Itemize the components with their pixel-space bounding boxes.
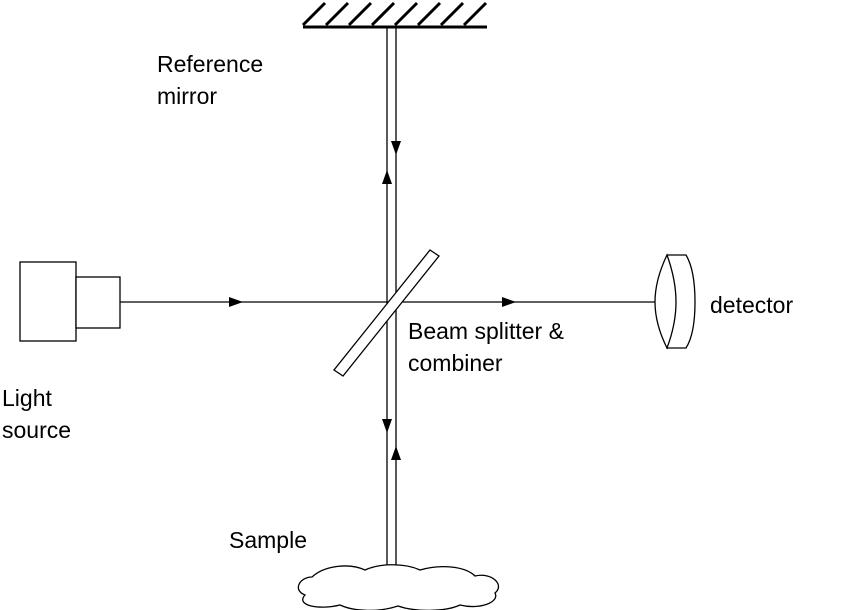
sample-label: Sample: [229, 524, 307, 556]
beam-splitter-label: Beam splitter & combiner: [408, 315, 564, 379]
reference-mirror-label-line-2: mirror: [157, 83, 218, 109]
light-source-label: Light source: [2, 382, 71, 446]
mirror-hatch-icon: [301, 1, 488, 29]
light-source-label-line-1: Light: [2, 385, 52, 411]
sample-label-line-1: Sample: [229, 527, 307, 553]
beam-arrows-vertical: [382, 141, 401, 460]
reference-mirror-label: Reference mirror: [157, 48, 263, 112]
light-source-icon: [19, 261, 121, 342]
detector-label: detector: [710, 289, 793, 321]
reference-mirror-label-line-1: Reference: [157, 51, 264, 77]
detector-lens-icon: [654, 253, 696, 350]
detector-label-line-1: detector: [710, 292, 794, 318]
beam-splitter-label-line-2: combiner: [408, 350, 503, 376]
beam-splitter-icon: [333, 249, 440, 377]
beam-splitter-label-line-1: Beam splitter &: [408, 318, 564, 344]
light-source-label-line-2: source: [2, 417, 72, 443]
sample-cloud-icon: [297, 564, 500, 610]
